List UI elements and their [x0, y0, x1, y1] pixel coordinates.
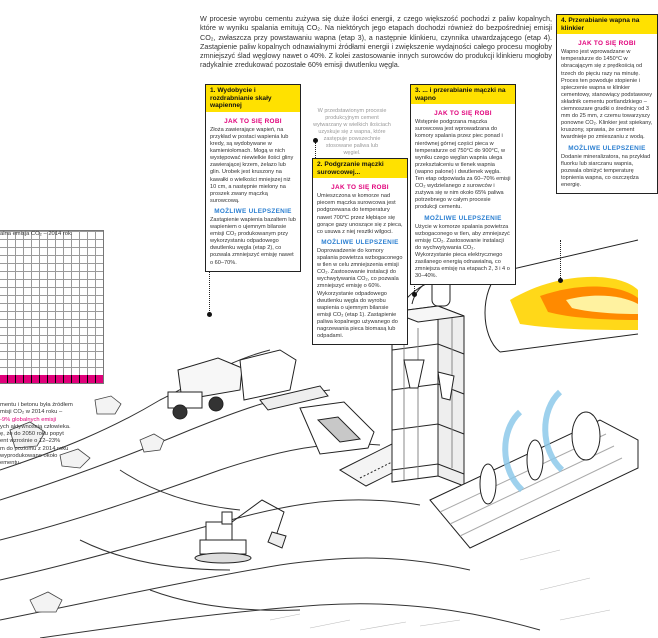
callout-line: wytwarzany w wielkich ilościach	[313, 122, 391, 128]
step-2-how-text: Umieszczona w komorze nad piecem mączka …	[317, 193, 403, 235]
step-4-title: 4. Przerabianie wapna na klinkier	[557, 15, 657, 35]
step-3-how-label: JAK TO SIĘ ROBI	[434, 110, 492, 118]
step-4-how-label: JAK TO SIĘ ROBI	[578, 40, 636, 48]
crusher-and-conveyors	[239, 349, 375, 455]
callout-line: węgiel.	[343, 150, 361, 156]
step-2-improve-label: MOŻLIWE ULEPSZENIE	[321, 238, 399, 246]
grid-caption: alna emisja CO₂ – 2014 rok.	[0, 231, 73, 237]
step-3-improve-text: Użycie w komorze spalania powietrza wzbo…	[415, 223, 510, 280]
note-line: ementu.	[0, 460, 21, 467]
excavator	[194, 499, 287, 564]
quarry-terrain	[0, 349, 541, 638]
terrain-hatching	[269, 549, 611, 631]
callout-line: uzyskuje się z wapna, które	[318, 129, 386, 135]
preheater-tower	[391, 305, 465, 487]
cement-share-row	[0, 375, 103, 383]
step-2-card: 2. Podgrzanie mączki surowcowej... JAK T…	[312, 158, 408, 346]
step-2-title: 2. Podgrzanie mączki surowcowej...	[313, 159, 407, 179]
step-4-improve-label: MOŻLIWE ULEPSZENIE	[568, 144, 646, 152]
dump-truck	[167, 357, 243, 420]
step-3-card: 3. ... i przerabianie mączki na wapno JA…	[410, 84, 516, 286]
note-line: ent wzrośnie o 12–23%	[0, 438, 61, 445]
cement-plant-illustration	[0, 239, 639, 638]
note-line: ę, że do 2050 roku popyt	[0, 431, 64, 438]
rotation-arrows	[502, 389, 565, 493]
step-3-how-text: Wstępnie podgrzana mączka surowcowa jest…	[415, 119, 511, 211]
note-line: m do poziomu z 2014 roku	[0, 445, 69, 452]
callout-line: W przedstawionym procesie	[317, 108, 387, 114]
emissions-unit-grid	[0, 230, 104, 384]
cyclones	[397, 275, 455, 401]
co2-emissions-grid	[0, 224, 108, 384]
kiln-flame	[510, 276, 638, 330]
step-4-card: 4. Przerabianie wapna na klinkier JAK TO…	[556, 14, 658, 195]
step-3-improve-label: MOŻLIWE ULEPSZENIE	[424, 214, 502, 222]
callout-line: zastępuje powszechnie	[323, 136, 381, 142]
step-1-title: 1. Wydobycie i rozdrabnianie skały wapie…	[206, 85, 300, 112]
step-1-improve-label: MOŻLIWE ULEPSZENIE	[214, 207, 292, 215]
step-1-improve-text: Zastąpienie wapienia bazaltem lub wapien…	[210, 217, 296, 266]
callout-line: stosowane paliwa lub	[325, 143, 379, 149]
note-line: ych aktywnością człowieka.	[0, 423, 71, 430]
step-4-how-text: Wapno jest wprowadzane w temperaturze do…	[561, 49, 653, 141]
note-line: wyprodukowano około	[0, 453, 58, 460]
callout-line: produkcyjnym cement	[325, 115, 379, 121]
step-2-improve-text: Doprowadzenie do komory spalania powietr…	[317, 247, 403, 340]
note-line: mentu i betonu była źródłem	[0, 402, 73, 408]
note-line: -9% globalnych emisji	[0, 416, 57, 423]
step-4-improve-text: Dodanie mineralizatora, na przykład fluo…	[561, 153, 651, 188]
step-1-how-text: Złoża zawierające wapień, na przykład w …	[210, 126, 294, 204]
step-3-title: 3. ... i przerabianie mączki na wapno	[411, 85, 515, 105]
intro-paragraph: W procesie wyrobu cementu zużywa się duż…	[200, 14, 552, 70]
note-line: misji CO₂ w 2014 roku –	[0, 409, 63, 416]
rotary-kiln	[429, 411, 639, 549]
step-2-how-label: JAK TO SIĘ ROBI	[331, 184, 389, 192]
step-1-how-label: JAK TO SIĘ ROBI	[224, 117, 282, 125]
step-1-card: 1. Wydobycie i rozdrabnianie skały wapie…	[205, 84, 301, 272]
